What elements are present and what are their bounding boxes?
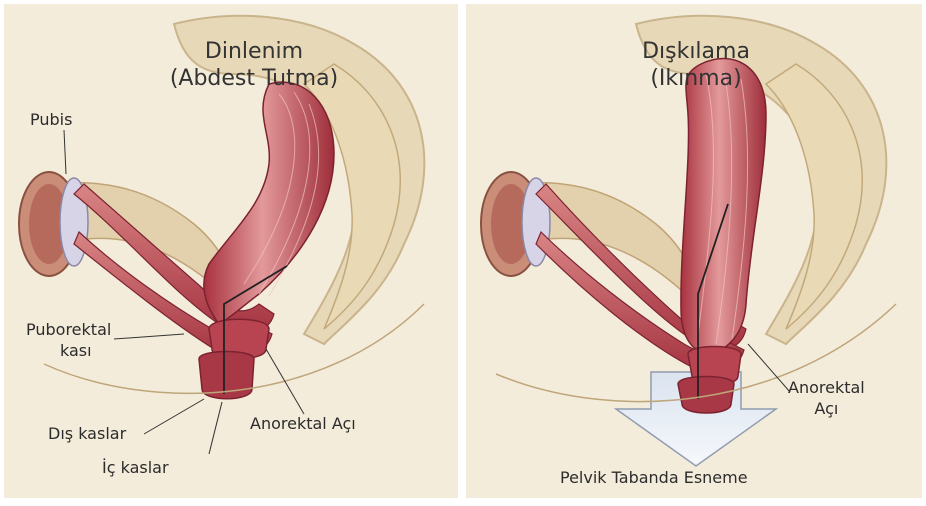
label-anorektal-right-line1: Anorektal (788, 380, 865, 397)
label-anorektal-right: Anorektal Açı (788, 380, 865, 418)
label-puborektal-line1: Puborektal (26, 322, 111, 339)
label-puborektal-line2: kası (60, 343, 111, 360)
resting-panel: Dinlenim (Abdest Tutma) Pubis Puborektal… (4, 4, 458, 498)
label-pubis: Pubis (30, 112, 72, 129)
resting-title: Dinlenim (Abdest Tutma) (124, 40, 384, 90)
pubis-bone (481, 172, 550, 276)
label-puborektal: Puborektal kası (26, 322, 111, 360)
defecation-title: Dışkılama (Ikınma) (566, 40, 826, 90)
label-anorektal: Anorektal Açı (250, 416, 356, 433)
resting-title-line2: (Abdest Tutma) (124, 67, 384, 90)
label-anorektal-right-line2: Açı (788, 401, 865, 418)
defecation-title-line1: Dışkılama (566, 40, 826, 63)
label-dis-kaslar: Dış kaslar (48, 426, 126, 443)
label-ic-kaslar: İç kaslar (102, 460, 169, 477)
label-pelvik: Pelvik Tabanda Esneme (560, 470, 748, 487)
pubis-bone (19, 172, 88, 276)
resting-title-line1: Dinlenim (124, 40, 384, 63)
rectum (681, 58, 766, 354)
defecation-panel: Dışkılama (Ikınma) Anorektal Açı Pelvik … (466, 4, 922, 498)
rectum (204, 82, 334, 324)
defecation-title-line2: (Ikınma) (566, 67, 826, 90)
